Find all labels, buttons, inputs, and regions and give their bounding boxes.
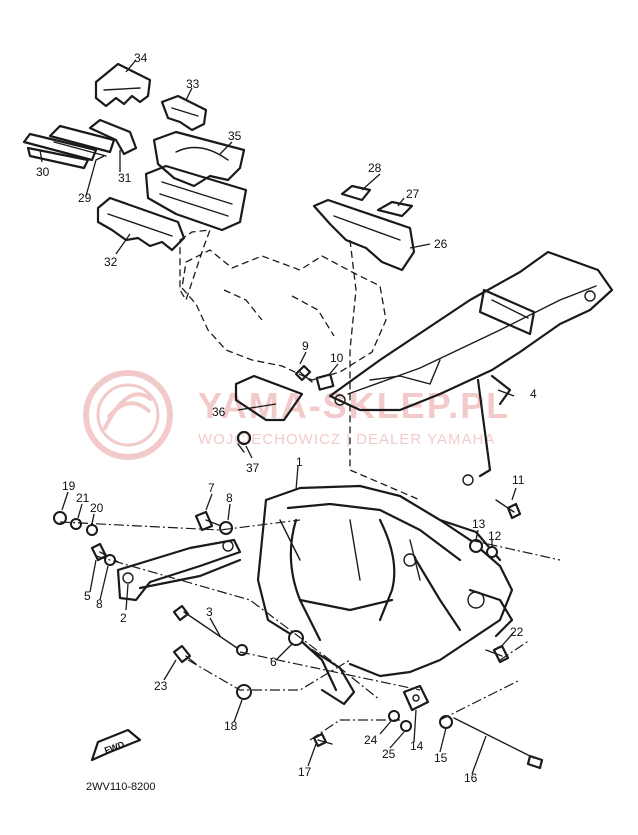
part-15-collar xyxy=(439,715,453,729)
callout-34: 34 xyxy=(134,51,148,65)
callout-37: 37 xyxy=(246,461,260,475)
watermark: YAMA-SKLEP.PL WOJCIECHOWICZ | DEALER YAM… xyxy=(83,370,508,460)
callout-32: 32 xyxy=(104,255,118,269)
fwd-label: FWD xyxy=(103,739,126,756)
part-35-shield xyxy=(144,130,248,232)
part-19-nut xyxy=(53,511,67,525)
part-20-nut xyxy=(86,524,98,536)
part-6-collar xyxy=(288,630,304,646)
callout-1: 1 xyxy=(296,455,303,469)
part-16-long-bolt xyxy=(453,717,544,770)
part-4-rear-subframe xyxy=(328,250,614,486)
fwd-arrow-icon: FWD xyxy=(90,728,142,762)
part-33-bracket xyxy=(160,94,208,132)
callout-13: 13 xyxy=(472,517,486,531)
callout-4: 4 xyxy=(530,387,537,401)
part-18-collar xyxy=(236,684,252,700)
part-32-guard xyxy=(96,196,186,252)
callout-14: 14 xyxy=(410,739,424,753)
part-1-main-frame xyxy=(256,484,514,706)
part-30-rail xyxy=(22,132,98,170)
callout-9: 9 xyxy=(302,339,309,353)
callout-11: 11 xyxy=(512,473,525,487)
callout-8-upper: 8 xyxy=(226,491,233,505)
part-25-collar xyxy=(400,720,412,732)
callout-21: 21 xyxy=(76,491,90,505)
callout-20: 20 xyxy=(90,501,104,515)
callout-8-lower: 8 xyxy=(96,597,103,611)
callout-28: 28 xyxy=(368,161,382,175)
callout-6: 6 xyxy=(270,655,277,669)
part-34-cover xyxy=(94,62,152,108)
callout-5: 5 xyxy=(84,589,91,603)
part-24-nut xyxy=(388,710,400,722)
part-22-bolt xyxy=(485,644,510,664)
callout-19: 19 xyxy=(62,479,76,493)
callout-15: 15 xyxy=(434,751,448,765)
callout-2: 2 xyxy=(120,611,127,625)
engine-outline xyxy=(181,239,421,501)
part-31-clip xyxy=(88,118,138,156)
callout-10: 10 xyxy=(330,351,344,365)
callout-30: 30 xyxy=(36,165,50,179)
part-11-bolt xyxy=(495,499,522,520)
callout-3: 3 xyxy=(206,605,213,619)
callout-16: 16 xyxy=(464,771,478,785)
callout-23: 23 xyxy=(154,679,168,693)
watermark-logo-icon xyxy=(83,370,173,460)
part-8-collar-upper xyxy=(219,521,233,535)
callout-18: 18 xyxy=(224,719,238,733)
drawing-code: 2WV110-8200 xyxy=(86,781,156,793)
callout-12: 12 xyxy=(488,529,502,543)
callout-31: 31 xyxy=(118,171,132,185)
assembly-lines xyxy=(59,229,561,741)
callout-7: 7 xyxy=(208,481,215,495)
watermark-line2: WOJCIECHOWICZ | DEALER YAMAHA xyxy=(198,431,495,448)
part-26-tray xyxy=(312,198,416,272)
callout-25: 25 xyxy=(382,747,396,761)
callout-22: 22 xyxy=(510,625,524,639)
part-17-bolt xyxy=(312,732,333,748)
part-36-plate xyxy=(234,374,304,422)
part-14-bracket xyxy=(402,684,430,712)
part-9-bolt xyxy=(294,364,313,383)
part-23-bolt xyxy=(172,644,197,665)
callout-27: 27 xyxy=(406,187,420,201)
leader-lines xyxy=(39,59,517,775)
part-21-washer xyxy=(70,518,82,530)
callout-17: 17 xyxy=(298,765,312,779)
part-37-clip xyxy=(236,430,252,453)
part-2-bracket xyxy=(116,538,242,602)
callout-labels: 34 33 35 30 29 31 32 28 27 26 9 10 36 37… xyxy=(36,51,537,785)
callout-33: 33 xyxy=(186,77,200,91)
callout-35: 35 xyxy=(228,129,242,143)
callout-36: 36 xyxy=(212,405,226,419)
part-12-washer xyxy=(486,546,498,558)
callout-24: 24 xyxy=(364,733,378,747)
part-27-pad xyxy=(376,200,414,218)
callout-26: 26 xyxy=(434,237,448,251)
part-10-nut xyxy=(315,373,335,391)
callout-29: 29 xyxy=(78,191,92,205)
part-28-pad xyxy=(340,184,372,202)
